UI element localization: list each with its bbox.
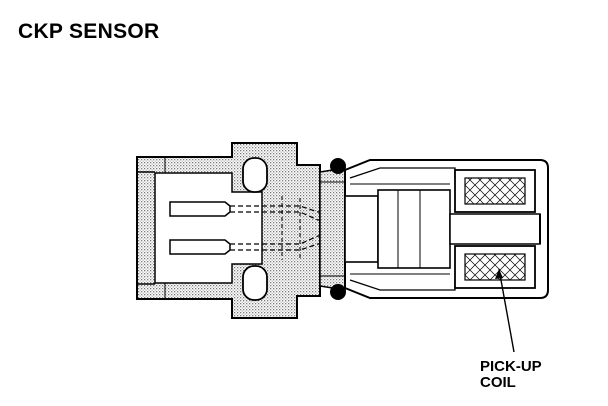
callout-line-1: PICK-UP bbox=[480, 358, 542, 375]
diagram-title: CKP SENSOR bbox=[18, 20, 160, 43]
callout-line-2: COIL bbox=[480, 374, 516, 391]
connector-housing bbox=[136, 142, 321, 319]
mounting-flange bbox=[319, 167, 346, 291]
terminal-pins bbox=[169, 192, 345, 264]
pick-up-coil bbox=[454, 169, 536, 289]
leader-line bbox=[495, 268, 515, 353]
o-rings bbox=[330, 158, 346, 300]
pick-up-coil-label: PICK-UP COIL bbox=[480, 359, 542, 391]
